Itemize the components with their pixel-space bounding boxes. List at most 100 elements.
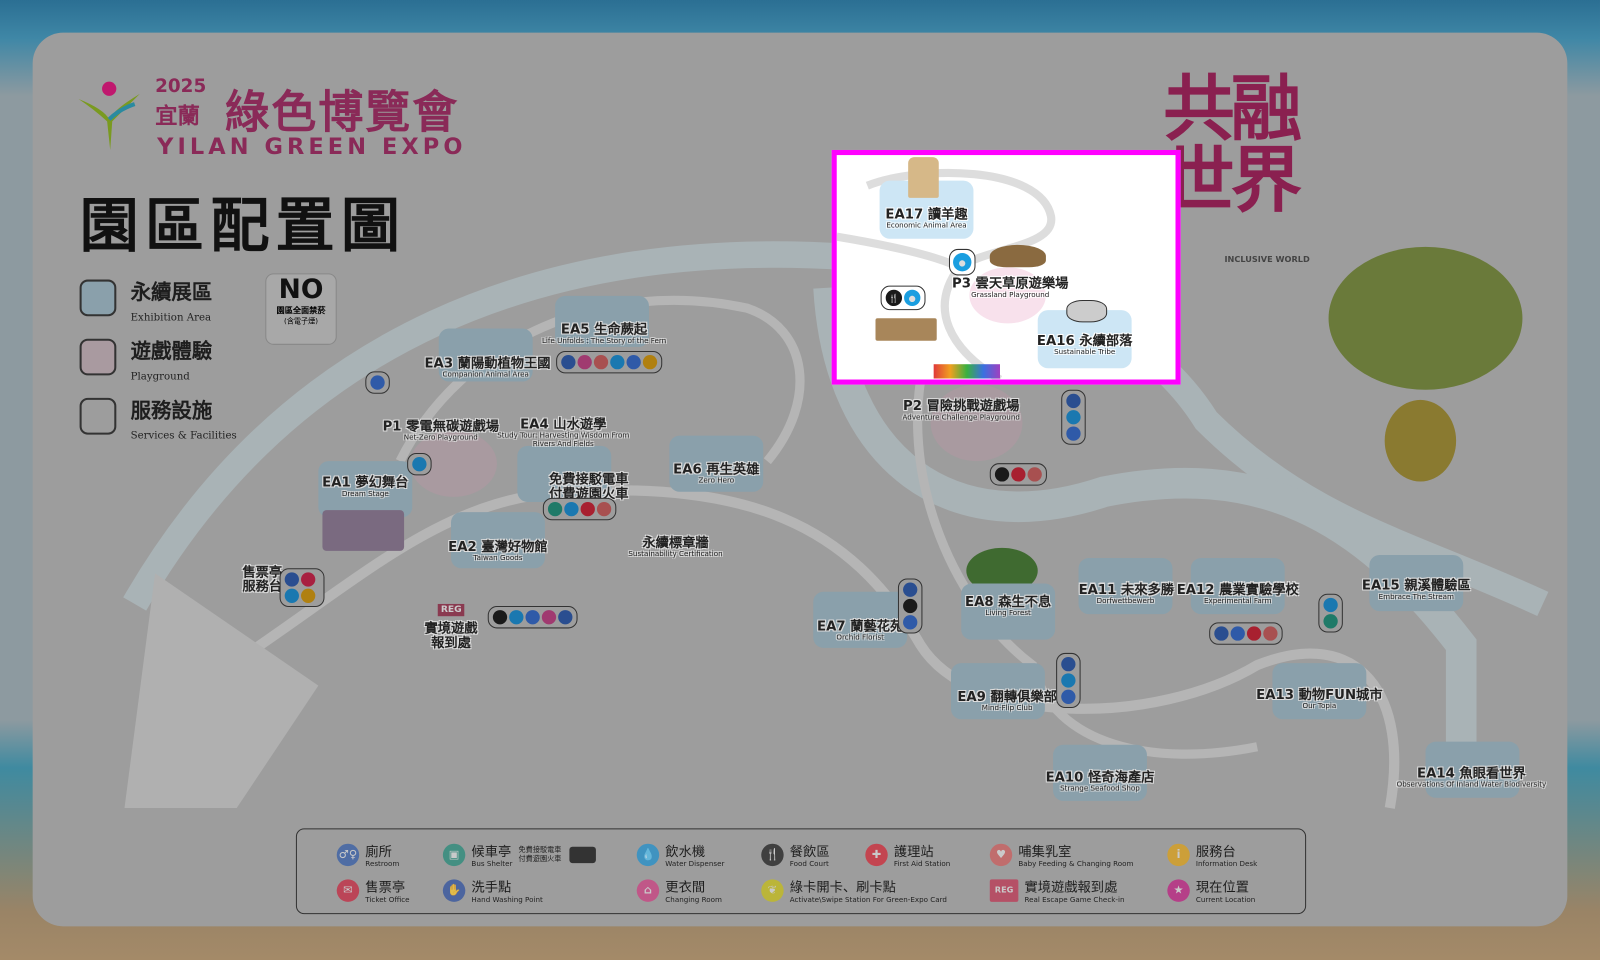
current-location-icon: ★ [1167, 878, 1190, 902]
map-card: 2025 宜蘭 綠色博覽會 YILAN GREEN EXPO 園區配置圖 永續展… [32, 32, 1568, 927]
bus-shelter-icon: ▣ [442, 843, 466, 866]
facility-badge-ea7[interactable] [897, 578, 923, 634]
legend-label-en: Real Escape Game Check-in [1024, 895, 1125, 904]
legend-label-en: Ticket Office [365, 895, 410, 904]
legend-label: 綠卡開卡、刷卡點 [789, 880, 896, 896]
facility-badge-water[interactable] [407, 452, 432, 476]
slogan-text: 共融世界 [1163, 67, 1302, 223]
bus-shelter-icon [1323, 614, 1338, 629]
facility-badge-p3[interactable]: ● [948, 248, 976, 276]
facility-badge-ea12[interactable] [1209, 622, 1283, 645]
expo-city: 宜蘭 [155, 104, 201, 130]
bird-illustration [1328, 246, 1523, 390]
food-icon: 🍴 [885, 289, 903, 307]
legend-label-en: Restroom [365, 860, 400, 869]
facility-badge-ea9[interactable] [1056, 652, 1081, 709]
baby-room-icon [1027, 467, 1042, 482]
info-icon [301, 588, 316, 603]
facility-badge-ea2[interactable] [487, 605, 578, 629]
facility-badge-ticket[interactable] [279, 568, 325, 608]
water-drop-icon [509, 610, 524, 625]
legend-label-en: Hand Washing Point [471, 895, 543, 904]
facility-badge-p1[interactable] [365, 371, 390, 394]
restroom-icon: ♂♀ [336, 843, 360, 866]
page-title: 園區配置圖 [79, 190, 407, 261]
info-icon: i [1167, 843, 1190, 866]
changing-room-icon [541, 610, 557, 625]
zone-ea12 [1190, 558, 1285, 615]
facility-badge-east[interactable] [1061, 389, 1086, 445]
legend-label: 永續展區 [130, 279, 213, 305]
facility-badge-ea13[interactable] [1318, 593, 1343, 633]
reg-icon: REG [437, 603, 465, 617]
food-icon [994, 467, 1010, 482]
no-smoking-sign: NO 園區全面禁菸 (含電子煙) [265, 273, 337, 345]
reg-icon: REG [989, 878, 1019, 902]
water-drop-icon [412, 457, 427, 472]
hand-wash-icon [558, 610, 573, 625]
exhibition-swatch [79, 279, 117, 317]
baby-room-icon [1263, 626, 1278, 641]
facility-badge-ea5[interactable] [556, 350, 663, 374]
zone-ea7 [813, 591, 908, 648]
restroom-icon [1061, 689, 1076, 704]
facility-badge-pavilion[interactable]: 🍴● [880, 285, 926, 311]
zone-ea2 [451, 512, 545, 569]
hand-wash-icon [1066, 393, 1081, 409]
zone-ea3 [438, 328, 533, 382]
no-smoking-icon: NO [278, 274, 324, 306]
zone-ea9 [951, 663, 1045, 720]
baby-room-icon: ♥ [989, 843, 1013, 866]
zone-ea5 [555, 295, 649, 347]
legend-label: 實境遊戲報到處 [1024, 880, 1118, 896]
green-card-icon: ❦ [761, 878, 784, 902]
legend-label: 遊戲體驗 [130, 338, 213, 364]
no-smoking-text: 園區全面禁菸 [276, 306, 326, 316]
ticket-office-label: 售票亭服務台 [242, 565, 283, 596]
info-icon [642, 355, 658, 370]
changing-room-icon: ⌂ [636, 878, 660, 902]
facility-badge-train[interactable] [542, 497, 617, 521]
water-drop-icon [610, 355, 625, 370]
restroom-icon [626, 355, 641, 370]
bus-shelter-icon [547, 501, 563, 517]
first-aid-icon [580, 501, 595, 517]
zone-ea1 [318, 461, 413, 518]
services-swatch [79, 397, 117, 435]
facility-badge-p2[interactable] [989, 463, 1047, 486]
flying-squirrel-illustration [1066, 299, 1108, 323]
river-branch [813, 286, 1477, 768]
